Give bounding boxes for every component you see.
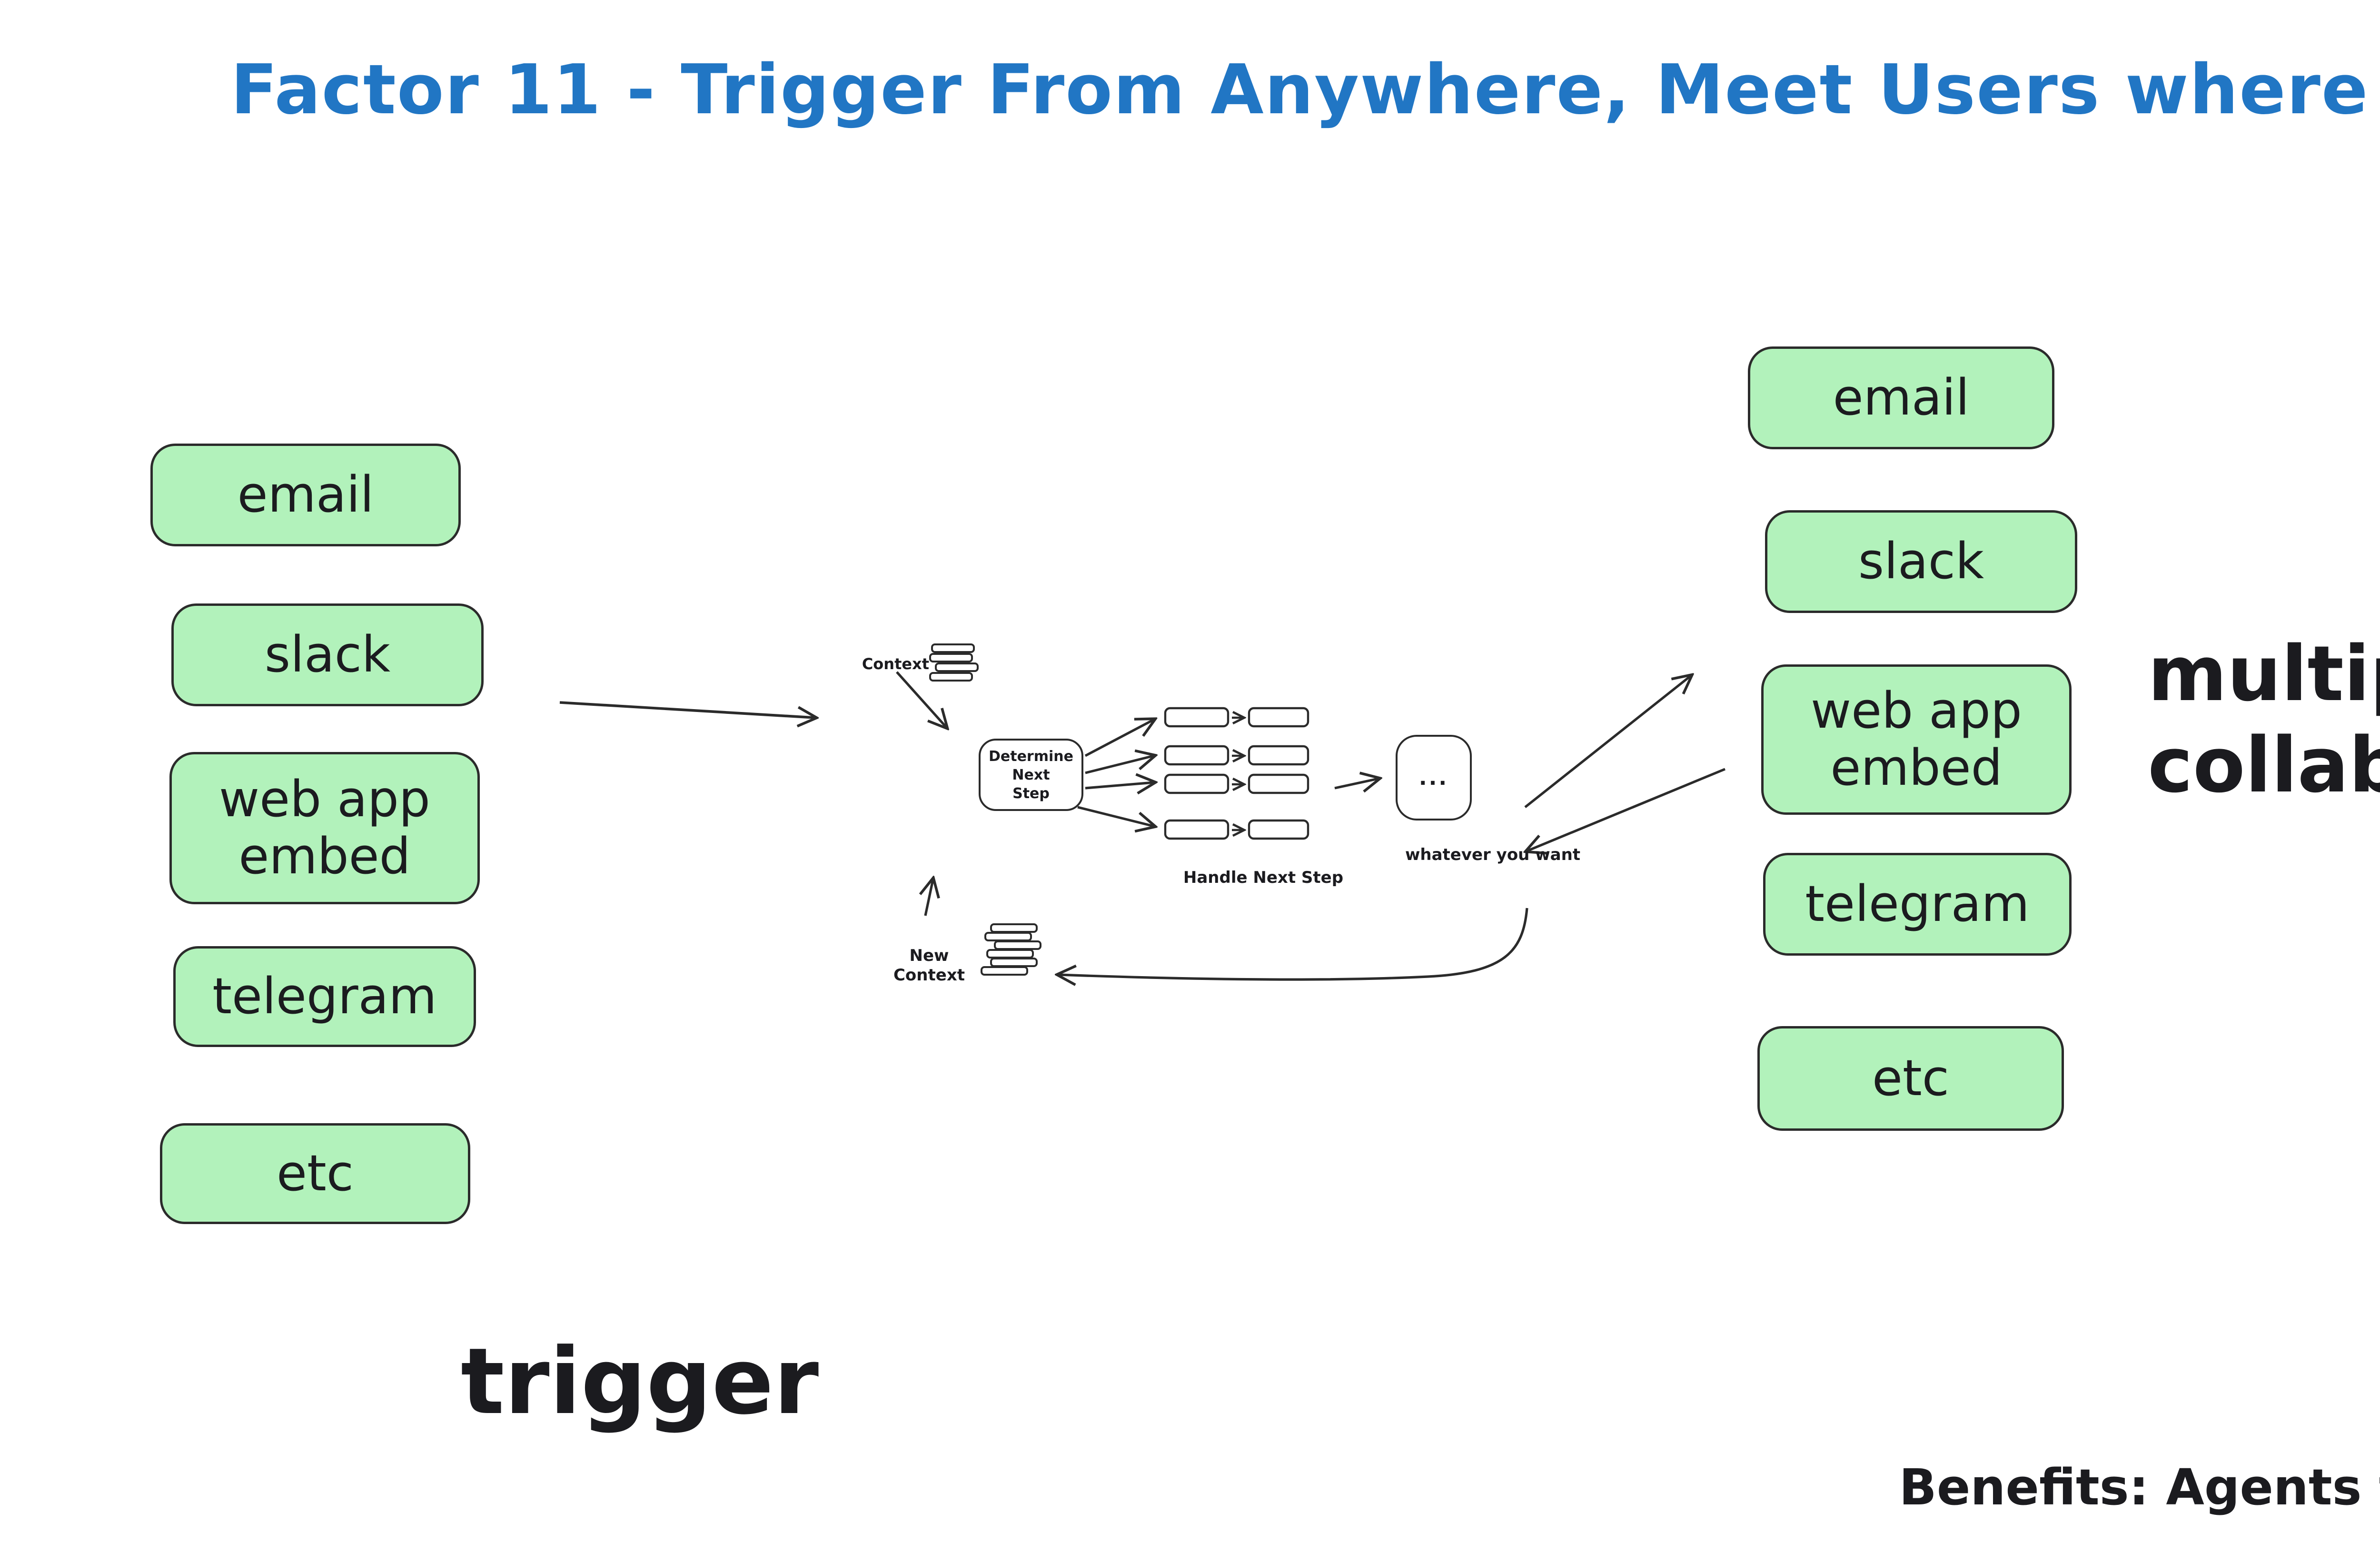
new-context-stack-icon — [981, 923, 1043, 977]
multiplayer-caption: multiplayer collaboration — [2148, 629, 2380, 810]
stack-slab — [929, 672, 973, 682]
stack-slab — [984, 932, 1032, 941]
arrow-fan-3 — [1085, 782, 1154, 788]
channel-label: web app embed — [219, 770, 430, 885]
trigger-caption: trigger — [461, 1329, 819, 1435]
step-box — [1164, 773, 1230, 794]
arrow-new-context-to-determine — [925, 880, 933, 916]
step-box — [1248, 707, 1309, 728]
step-box — [1248, 819, 1309, 840]
stack-slab — [986, 949, 1034, 959]
arrow-ellipsis-to-right-channels — [1524, 676, 1691, 809]
handle-next-step-label: Handle Next Step — [1183, 868, 1344, 887]
stack-slab — [935, 662, 979, 672]
arrow-fan-1 — [1084, 720, 1154, 757]
arrow-loopback-to-new-context — [1059, 908, 1528, 979]
right-box-web-app-embed: web app embed — [1761, 664, 2072, 815]
context-label: Context — [862, 655, 929, 673]
channel-label: telegram — [212, 967, 437, 1026]
channel-label: slack — [1858, 532, 1984, 591]
stack-slab — [931, 643, 975, 653]
step-box — [1248, 745, 1309, 766]
channel-label: slack — [264, 625, 391, 684]
left-box-etc: etc — [160, 1123, 470, 1224]
channel-label: web app embed — [1811, 682, 2022, 797]
page-title: Factor 11 - Trigger From Anywhere, Meet … — [230, 49, 2380, 129]
channel-label: etc — [277, 1144, 354, 1203]
right-box-email: email — [1748, 346, 2054, 449]
ellipsis-box: ... — [1396, 735, 1472, 820]
ellipsis-label: ... — [1418, 765, 1449, 790]
step-box — [1164, 819, 1230, 840]
right-box-slack: slack — [1765, 510, 2077, 613]
left-box-web-app-embed: web app embed — [169, 752, 480, 904]
new-context-label: New Context — [893, 946, 965, 985]
right-box-etc: etc — [1757, 1026, 2064, 1131]
benefits-caption: Benefits: Agents that feel like coworker… — [1899, 1458, 2380, 1516]
channel-label: etc — [1872, 1049, 1949, 1107]
step-box — [1164, 707, 1230, 728]
arrow-fan-4 — [1077, 806, 1154, 826]
channel-label: telegram — [1805, 875, 2030, 933]
context-stack-icon — [929, 643, 982, 683]
left-box-email: email — [150, 444, 461, 546]
stack-slab — [994, 940, 1041, 950]
arrow-right-channels-to-ellipsis — [1527, 768, 1726, 851]
right-box-telegram: telegram — [1763, 853, 2072, 956]
stack-slab — [981, 966, 1028, 976]
stack-slab — [990, 923, 1038, 933]
determine-next-step-box: Determine Next Step — [979, 739, 1083, 811]
whatever-you-want-label: whatever you want — [1405, 845, 1581, 864]
stack-slab — [929, 653, 973, 662]
channel-label: email — [1833, 368, 1970, 427]
step-box — [1164, 745, 1230, 766]
arrow-left-channels-to-loop — [559, 701, 815, 718]
arrow-steps-to-ellipsis — [1334, 779, 1378, 788]
left-box-telegram: telegram — [173, 946, 476, 1047]
left-box-slack: slack — [171, 603, 484, 706]
step-box — [1248, 773, 1309, 794]
channel-label: email — [237, 465, 374, 524]
stack-slab — [990, 958, 1038, 967]
arrow-fan-2 — [1085, 756, 1154, 774]
